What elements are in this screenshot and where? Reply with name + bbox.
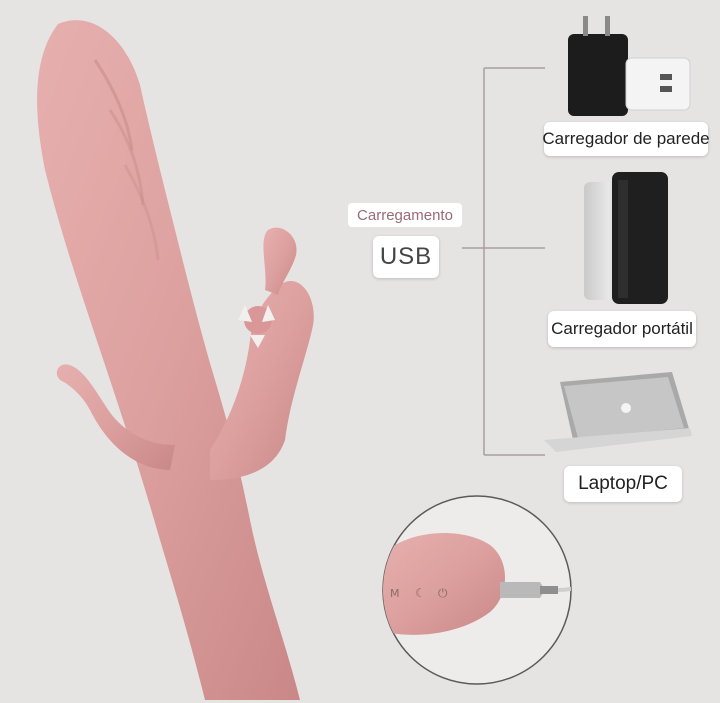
portable-charger-label: Carregador portátil [548, 311, 696, 347]
laptop-label: Laptop/PC [564, 466, 682, 502]
power-icon: ⏻ [438, 586, 448, 600]
wall-charger-label: Carregador de parede [542, 122, 710, 156]
mode-icon: M [390, 587, 400, 600]
power-bank-icon [584, 172, 668, 304]
charging-port-closeup: M ☾ ⏻ [382, 495, 572, 685]
product-body [37, 20, 314, 701]
usb-label: USB [373, 236, 439, 278]
moon-icon: ☾ [415, 586, 426, 600]
laptop-icon [544, 372, 692, 452]
charging-title: Carregamento [348, 203, 462, 227]
wall-charger-icon [568, 16, 691, 116]
connector-lines [462, 67, 545, 456]
